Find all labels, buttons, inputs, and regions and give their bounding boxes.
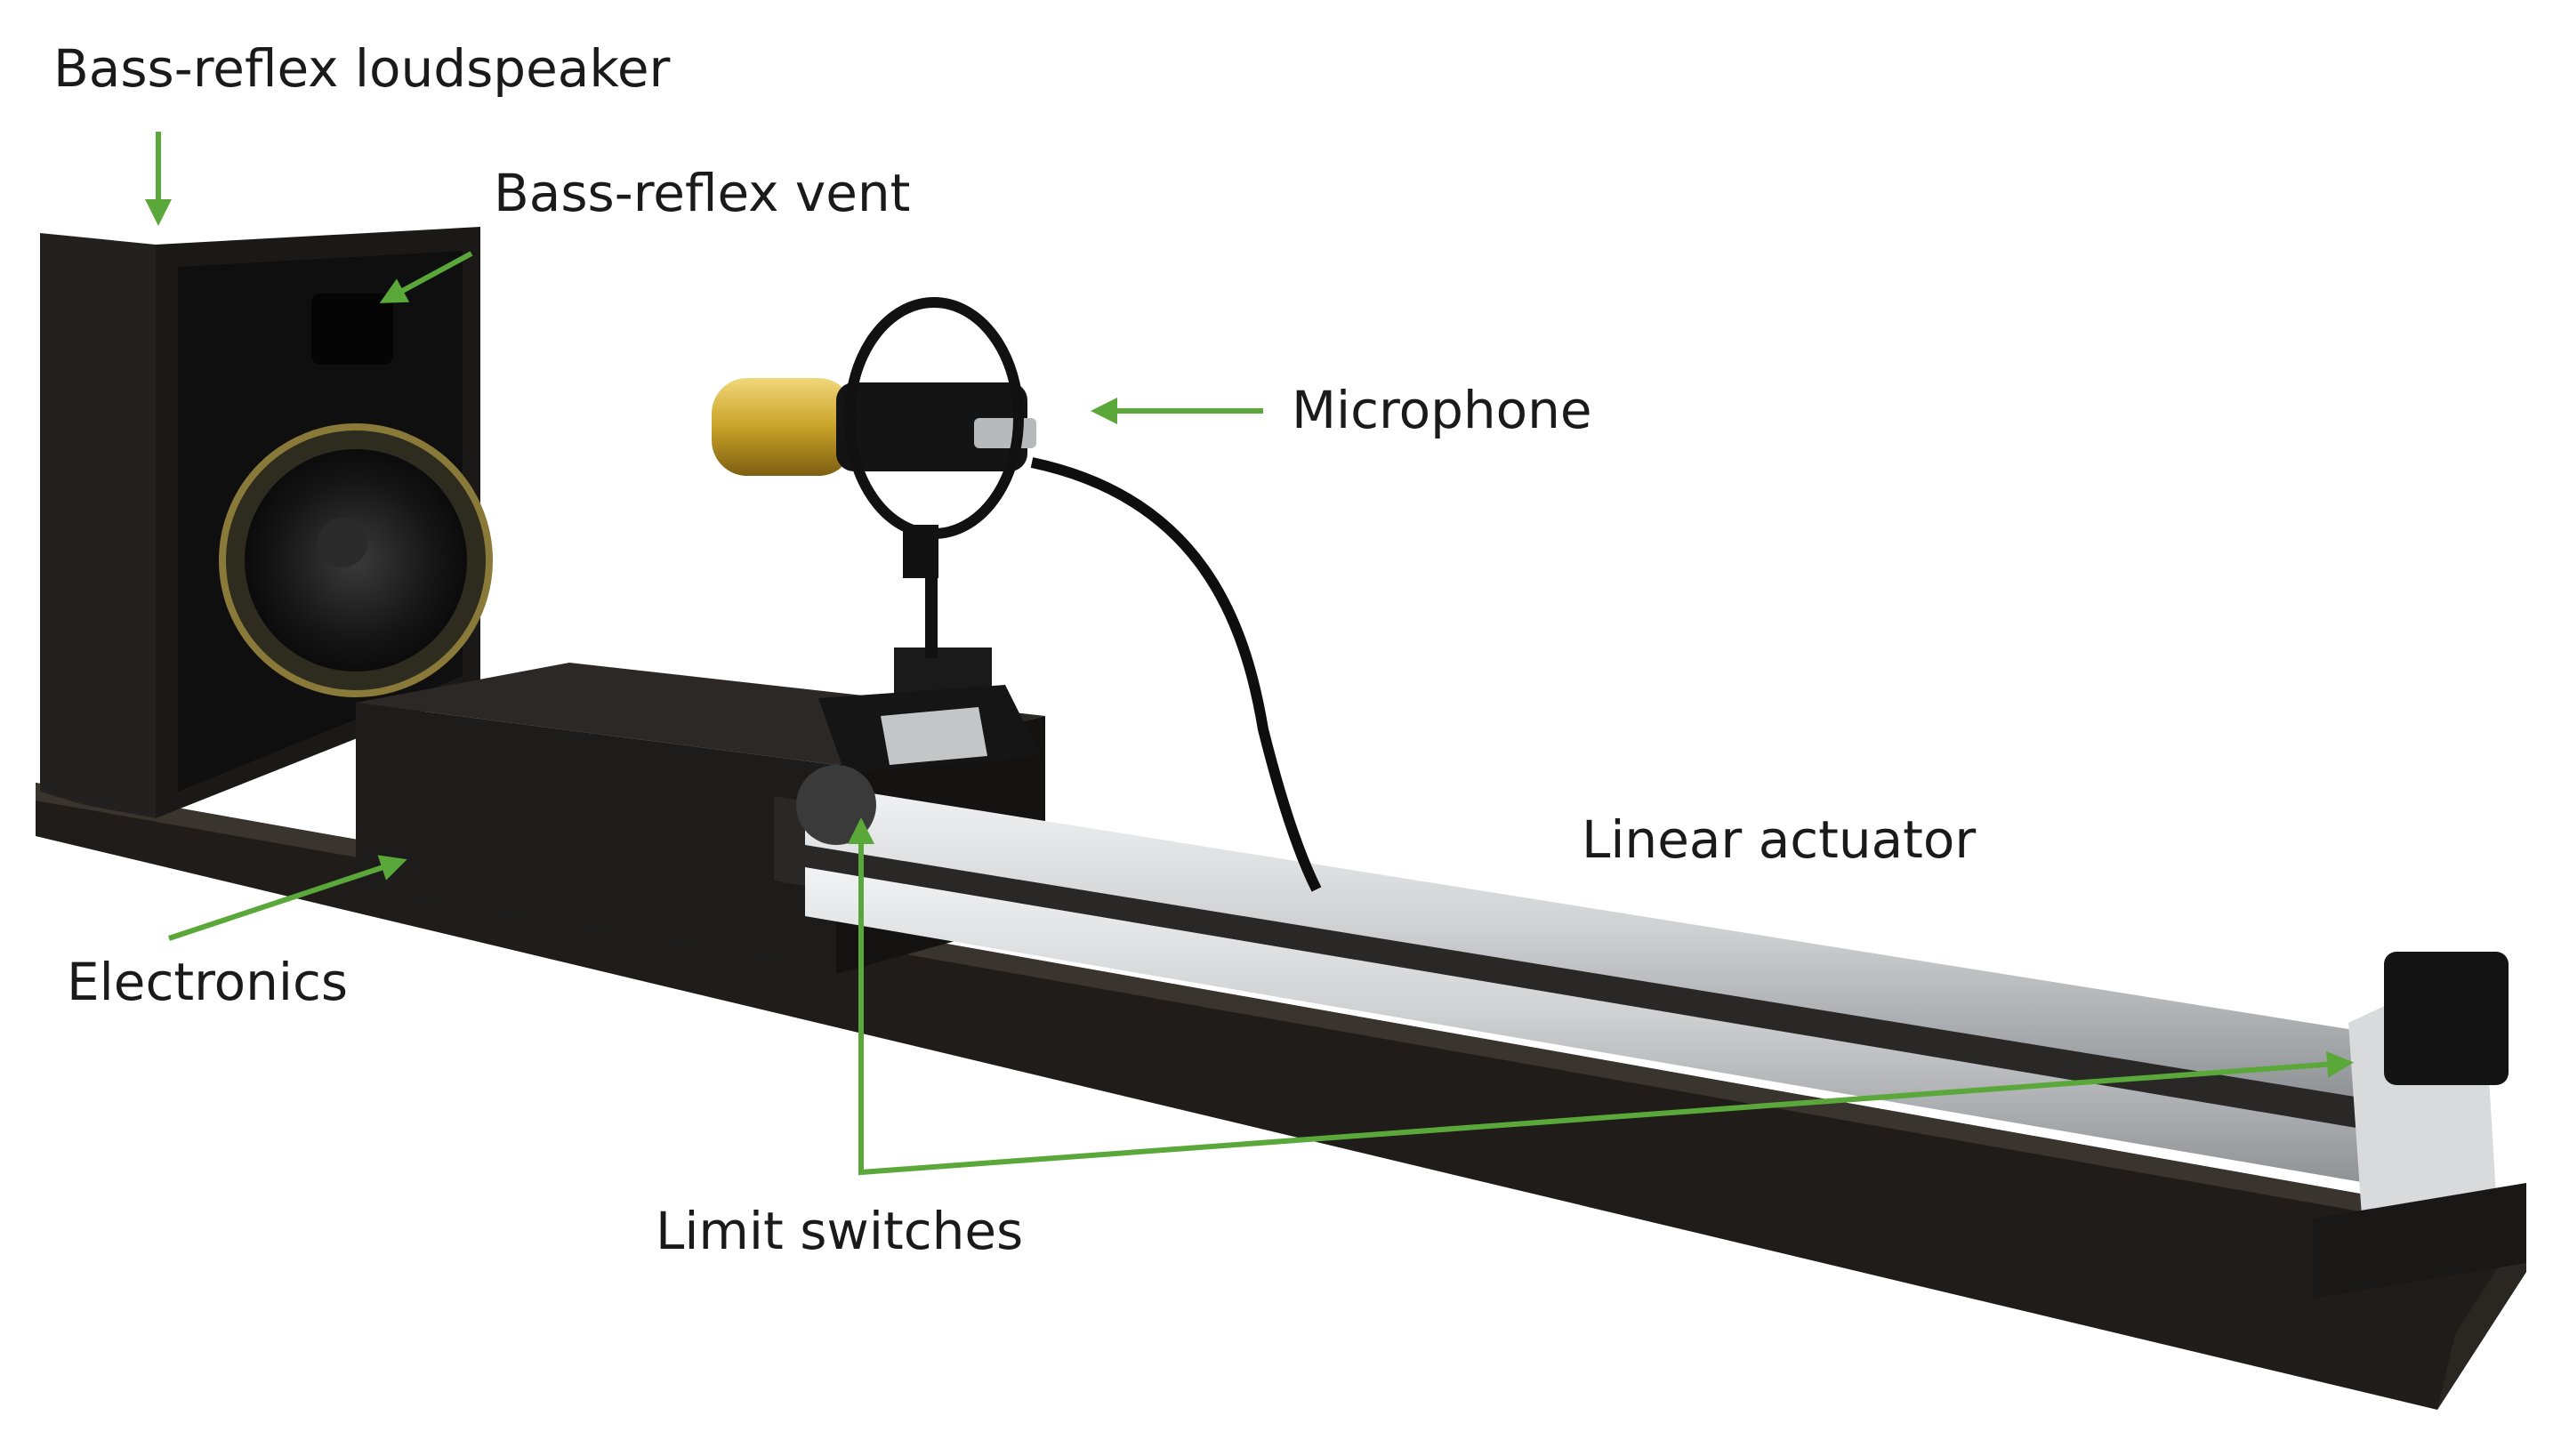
arrow-electronics (168, 855, 407, 941)
label-limit-switches: Limit switches (656, 1201, 1024, 1261)
limit-switch-near (796, 765, 876, 845)
arrow-limit-switches (848, 817, 2354, 1176)
mic-grille (712, 378, 854, 476)
label-electronics: Electronics (67, 952, 349, 1012)
label-loudspeaker: Bass-reflex loudspeaker (53, 38, 671, 99)
label-actuator: Linear actuator (1582, 809, 1977, 870)
arrow-vent (379, 251, 473, 303)
limit-switch-far (2384, 952, 2509, 1085)
label-microphone: Microphone (1292, 380, 1592, 440)
label-vent: Bass-reflex vent (494, 163, 911, 223)
loudspeaker-cabinet (40, 227, 493, 818)
mic-cable (1030, 457, 1322, 892)
annotation-arrows (145, 132, 2354, 1176)
bass-reflex-vent (311, 294, 393, 365)
carriage (796, 560, 1041, 845)
